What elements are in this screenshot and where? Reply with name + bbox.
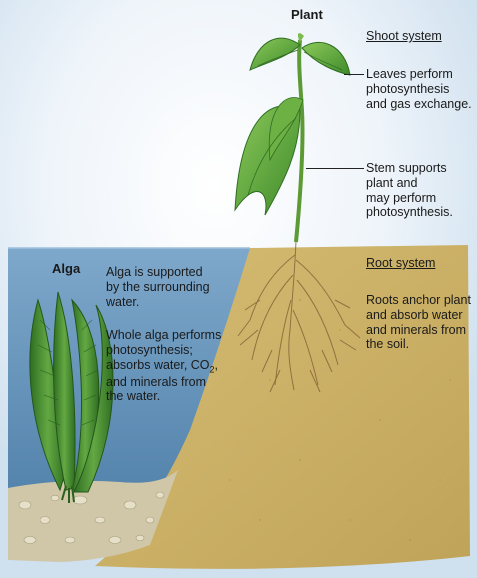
- stem-line-3: may perform: [366, 191, 453, 206]
- roots-line-2: and absorb water: [366, 308, 471, 323]
- root-system-label: Root system: [366, 256, 435, 271]
- leaves-description: Leaves perform photosynthesis and gas ex…: [366, 67, 472, 111]
- alga-support-line-3: water.: [106, 295, 210, 310]
- alga-photo-line-3: absorbs water, CO2,: [106, 358, 221, 375]
- leaves-line-2: photosynthesis: [366, 82, 472, 97]
- alga-title: Alga: [52, 261, 80, 276]
- alga-photo-line-5: the water.: [106, 389, 221, 404]
- alga-photosynthesis-description: Whole alga performs photosynthesis; abso…: [106, 328, 221, 404]
- shoot-system-label: Shoot system: [366, 29, 442, 44]
- stem-line-4: photosynthesis.: [366, 205, 453, 220]
- roots-line-4: the soil.: [366, 337, 471, 352]
- stem-line-1: Stem supports: [366, 161, 453, 176]
- plant-title: Plant: [291, 7, 323, 22]
- alga-photo-line-4: and minerals from: [106, 375, 221, 390]
- stem-leader-line: [306, 168, 364, 169]
- co2-prefix: absorbs water, CO: [106, 358, 210, 372]
- leaves-leader-line: [344, 74, 364, 75]
- alga-support-description: Alga is supported by the surrounding wat…: [106, 265, 210, 309]
- roots-description: Roots anchor plant and absorb water and …: [366, 293, 471, 352]
- roots-line-1: Roots anchor plant: [366, 293, 471, 308]
- stem-line-2: plant and: [366, 176, 453, 191]
- alga-photo-line-2: photosynthesis;: [106, 343, 221, 358]
- leaves-line-3: and gas exchange.: [366, 97, 472, 112]
- alga-support-line-1: Alga is supported: [106, 265, 210, 280]
- alga-support-line-2: by the surrounding: [106, 280, 210, 295]
- roots-line-3: and minerals from: [366, 323, 471, 338]
- co2-suffix: ,: [215, 358, 218, 372]
- leaves-line-1: Leaves perform: [366, 67, 472, 82]
- alga-photo-line-1: Whole alga performs: [106, 328, 221, 343]
- stem-description: Stem supports plant and may perform phot…: [366, 161, 453, 220]
